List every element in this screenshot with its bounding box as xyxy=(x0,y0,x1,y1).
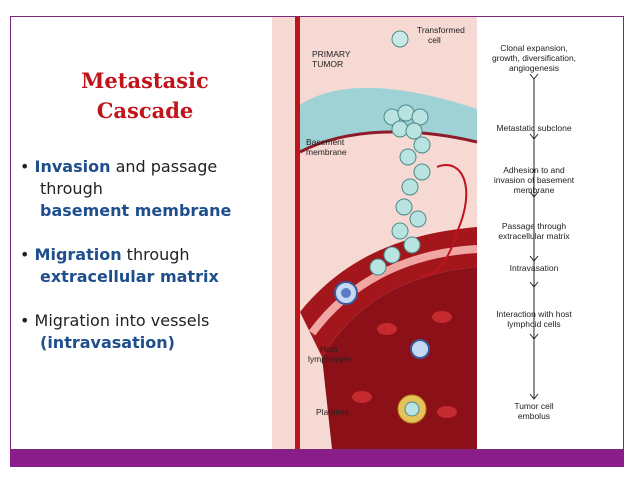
bullet-2-prefix: • xyxy=(20,245,35,264)
cascade-step-label: lymphoid cells xyxy=(507,319,560,329)
cascade-step-label: embolus xyxy=(518,411,550,421)
cascade-step-label: Tumor cell xyxy=(514,401,553,411)
bullet-2-rest: through xyxy=(121,245,190,264)
label-primary-tumor-1: PRIMARY xyxy=(312,49,351,59)
cascade-step-label: Clonal expansion, xyxy=(500,43,568,53)
bullet-1-prefix: • xyxy=(20,157,35,176)
bullet-1-line-2: through xyxy=(40,179,103,198)
cascade-arrowhead xyxy=(529,73,539,80)
basement-membrane-line xyxy=(299,130,478,154)
cascade-arrowhead xyxy=(529,393,539,400)
metastasis-figure: PRIMARY TUMOR Basement membrane Host lym… xyxy=(272,17,620,449)
label-host-1: Host xyxy=(320,344,338,354)
cascade-arrowhead xyxy=(529,191,539,198)
metastasis-illustration: PRIMARY TUMOR Basement membrane Host lym… xyxy=(272,17,620,449)
red-blood-cell xyxy=(432,311,452,323)
embolus-core xyxy=(404,401,420,417)
bullet-list: • Invasion and passage through basement … xyxy=(20,156,260,354)
vessel-wall xyxy=(300,227,477,357)
cascade-arrowhead xyxy=(529,333,539,340)
cascade-step-label: extracellular matrix xyxy=(498,231,570,241)
title-line-2: Cascade xyxy=(96,98,194,123)
capillary-loop xyxy=(421,164,468,277)
host-lymphocyte-nucleus xyxy=(341,288,351,298)
cascade-arrowhead xyxy=(529,255,539,262)
slide-border xyxy=(10,16,624,450)
bullet-3: • Migration into vessels xyxy=(20,311,210,330)
label-transformed-1: Transformed xyxy=(417,25,465,35)
cascade-arrowhead xyxy=(529,281,539,288)
bullet-2: • Migration through xyxy=(20,244,260,266)
footer-bar xyxy=(10,450,624,467)
label-platelets: Platelets xyxy=(316,407,349,417)
bullet-1-rest: and passage xyxy=(110,157,218,176)
lymphocyte xyxy=(410,339,430,359)
cascade-step-label: Passage through xyxy=(502,221,567,231)
bullet-3-line-2: (intravasation) xyxy=(40,333,175,352)
red-blood-cell xyxy=(377,323,397,335)
vessel-endothelium xyxy=(308,245,478,336)
bullet-1-line-3: basement membrane xyxy=(40,201,232,220)
cascade-step-label: Intravasation xyxy=(510,263,559,273)
transformed-cell xyxy=(391,30,409,48)
label-host-2: lymphocyte xyxy=(308,354,351,364)
red-blood-cell xyxy=(352,391,372,403)
bullet-2-line-2: extracellular matrix xyxy=(40,267,219,286)
tumor-cell-cluster xyxy=(369,104,431,276)
label-panel xyxy=(477,17,620,449)
label-primary-tumor-2: TUMOR xyxy=(312,59,343,69)
slide-title: Metastasic Cascade xyxy=(60,66,230,126)
label-basement-2: membrane xyxy=(306,147,347,157)
bullet-1: • Invasion and passage xyxy=(20,156,260,178)
cascade-step-label: growth, diversification, xyxy=(492,53,576,63)
cascade-arrowhead xyxy=(529,133,539,140)
cascade-step-label: angiogenesis xyxy=(509,63,559,73)
cascade-step-label: Metastatic subclone xyxy=(496,123,571,133)
label-basement-1: Basement xyxy=(306,137,345,147)
title-line-1: Metastasic xyxy=(81,68,209,93)
cascade-steps: Clonal expansion,growth, diversification… xyxy=(492,43,576,421)
label-transformed-2: cell xyxy=(428,35,441,45)
bullet-1-highlight: Invasion xyxy=(34,157,111,176)
red-blood-cell xyxy=(437,406,457,418)
cascade-step-label: membrane xyxy=(514,185,555,195)
cascade-step-label: invasion of basement xyxy=(494,175,575,185)
cascade-step-label: Interaction with host xyxy=(496,309,572,319)
figure-left-rule xyxy=(295,17,300,449)
cascade-step-label: Adhesion to and xyxy=(503,165,565,175)
bullet-2-highlight: Migration xyxy=(34,245,122,264)
